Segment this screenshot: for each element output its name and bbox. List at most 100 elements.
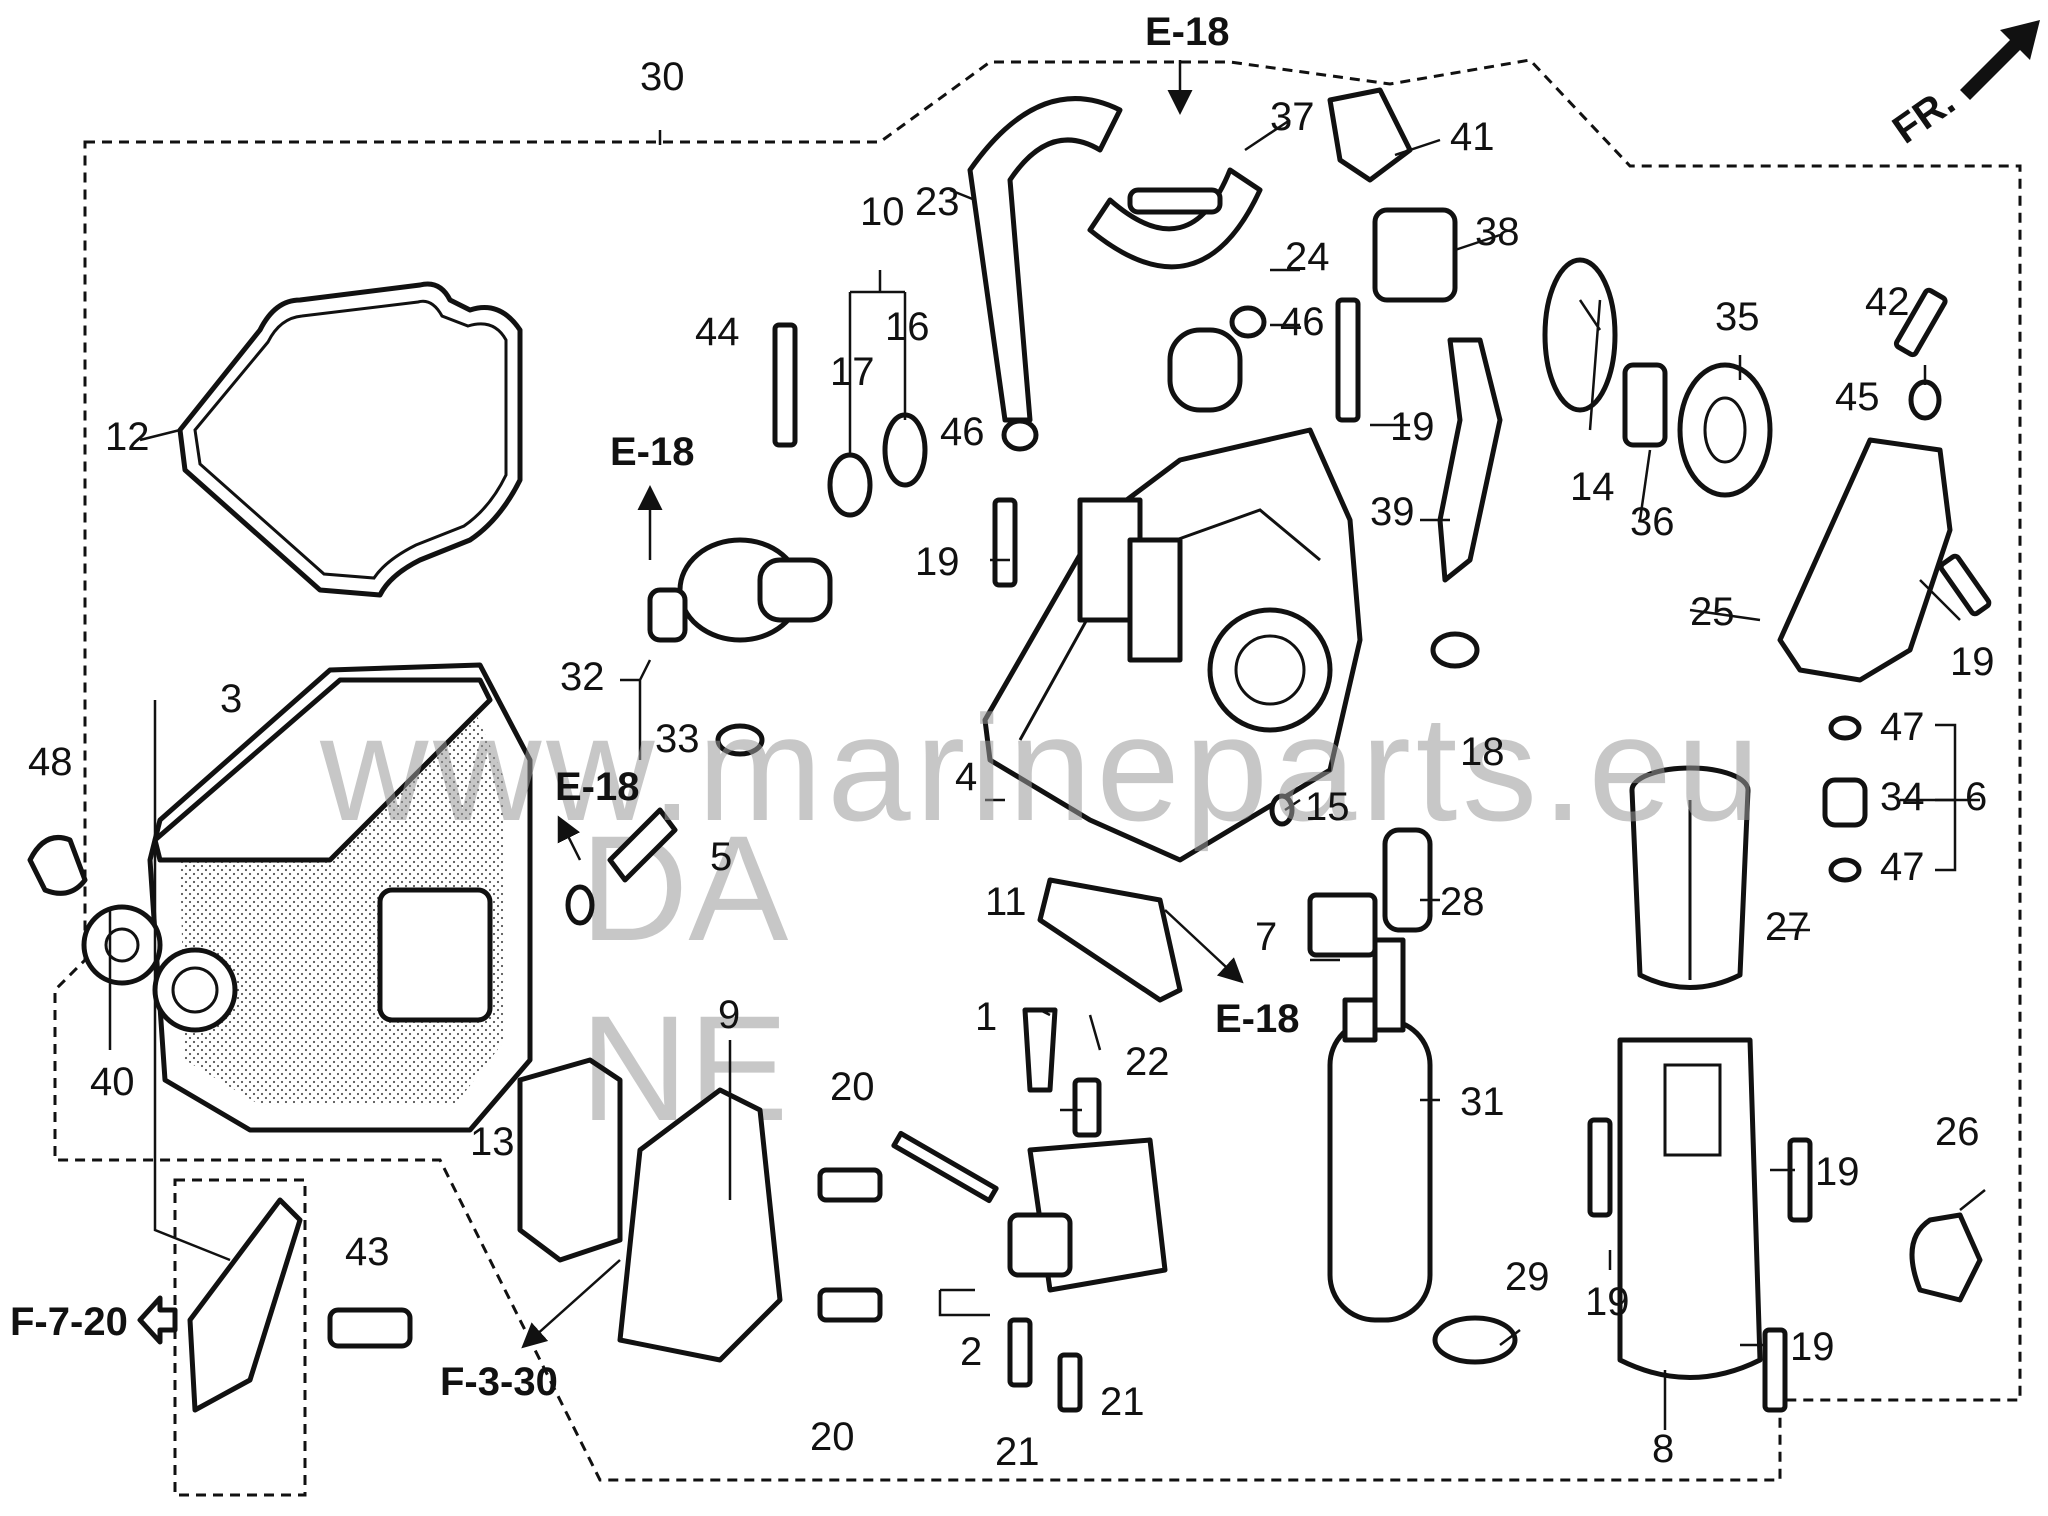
label-part-40: 40 — [90, 1060, 135, 1104]
label-part-20-b: 20 — [810, 1415, 855, 1459]
plug-48 — [27, 835, 88, 896]
control-unit — [891, 1130, 1168, 1293]
label-part-14: 14 — [1570, 465, 1615, 509]
bg-letters-1: DA — [580, 804, 788, 972]
label-part-47-a: 47 — [1880, 705, 1925, 749]
label-part-1: 1 — [975, 995, 997, 1039]
bolt-19-e — [1787, 1137, 1813, 1223]
gasket-12 — [177, 281, 523, 598]
label-part-23: 23 — [915, 180, 960, 224]
grommet-40-hole — [104, 927, 140, 963]
injector-1 — [1022, 1007, 1058, 1093]
sensor-38 — [1372, 207, 1458, 303]
washer-16 — [882, 412, 928, 488]
washer-47-a — [1828, 715, 1862, 741]
seal-33 — [715, 723, 765, 757]
label-part-46-b: 46 — [1280, 300, 1325, 344]
label-part-25: 25 — [1690, 590, 1735, 634]
cover-25 — [1777, 437, 1953, 683]
bolt-42 — [1893, 287, 1948, 358]
xref-e18-mid: E-18 — [555, 765, 640, 809]
bolt-21-a — [1007, 1317, 1033, 1388]
relay-bracket-boundary — [173, 1178, 307, 1497]
filter-27 — [1629, 765, 1751, 990]
label-part-17: 17 — [830, 350, 875, 394]
o-ring-14 — [1542, 257, 1618, 413]
label-part-19-d: 19 — [1815, 1150, 1860, 1194]
label-part-43: 43 — [345, 1230, 390, 1274]
washer-45 — [1908, 379, 1942, 421]
xref-e18-top: E-18 — [1145, 10, 1230, 54]
bolt-43 — [327, 1307, 413, 1349]
bolt-19-d — [1587, 1117, 1613, 1218]
label-part-18: 18 — [1460, 730, 1505, 774]
washer-46-b — [1229, 305, 1267, 339]
label-part-21-b: 21 — [1100, 1380, 1145, 1424]
filter-case-8 — [1617, 1037, 1763, 1380]
label-part-29: 29 — [1505, 1255, 1550, 1299]
label-part-36: 36 — [1630, 500, 1675, 544]
label-part-30: 30 — [640, 55, 685, 99]
label-part-10: 10 — [860, 190, 905, 234]
bolt-21-b — [1057, 1352, 1083, 1413]
label-part-46-a: 46 — [940, 410, 985, 454]
label-part-24: 24 — [1285, 235, 1330, 279]
bolt-19-a — [992, 497, 1018, 588]
label-part-21-a: 21 — [995, 1430, 1040, 1474]
pin-2 — [891, 1130, 999, 1204]
fr-arrow — [1960, 20, 2040, 100]
xref-e18-right: E-18 — [1215, 997, 1300, 1041]
bolt-44 — [772, 322, 798, 448]
label-part-6: 6 — [1965, 775, 1987, 819]
pump-housing-4 — [982, 327, 1363, 863]
bracket-43 — [187, 1197, 303, 1413]
leader-lines — [108, 118, 1986, 1430]
label-part-41: 41 — [1450, 115, 1495, 159]
plate-9 — [617, 1087, 783, 1363]
grommet-40 — [81, 904, 163, 986]
label-part-2: 2 — [960, 1330, 982, 1374]
label-part-32: 32 — [560, 655, 605, 699]
label-part-20-a: 20 — [830, 1065, 875, 1109]
bolt-19-f — [1762, 1327, 1788, 1413]
washer-17 — [827, 452, 873, 518]
label-part-38: 38 — [1475, 210, 1520, 254]
hose-24 — [1087, 167, 1263, 270]
label-part-31: 31 — [1460, 1080, 1505, 1124]
label-part-45: 45 — [1835, 375, 1880, 419]
front-indicator: FR. — [1885, 79, 1963, 152]
rubber-11 — [1037, 877, 1183, 1003]
bolt-19-c — [1938, 553, 1992, 617]
washer-47-b — [1828, 857, 1862, 883]
label-part-48: 48 — [28, 740, 73, 784]
o-ring-5 — [565, 884, 595, 926]
bolt-20-b — [817, 1287, 883, 1323]
clip-26 — [1909, 1212, 1983, 1303]
label-part-5: 5 — [710, 835, 732, 879]
label-part-35: 35 — [1715, 295, 1760, 339]
label-part-26: 26 — [1935, 1110, 1980, 1154]
xref-f720: F-7-20 — [10, 1300, 128, 1344]
label-part-11: 11 — [985, 880, 1027, 924]
xref-f330: F-3-30 — [440, 1360, 558, 1404]
connector-7 — [1307, 892, 1378, 958]
pressure-regulator-32 — [647, 537, 833, 643]
spring-36 — [1622, 362, 1668, 448]
label-part-16: 16 — [885, 305, 930, 349]
xref-e18-left: E-18 — [610, 430, 695, 474]
filter-element-35-core — [1703, 396, 1747, 464]
washer-46-a — [1001, 418, 1039, 452]
valve-5 — [607, 807, 678, 883]
o-ring-15 — [1269, 793, 1295, 827]
label-part-7: 7 — [1255, 915, 1277, 959]
ring-29 — [1432, 1315, 1518, 1365]
assembly-boundary-30 — [53, 58, 2022, 1482]
watermark: www.marineparts.eu — [319, 684, 1760, 852]
o-ring-18 — [1430, 631, 1480, 669]
bolts — [565, 287, 1992, 1413]
joint-37 — [1127, 187, 1223, 215]
filter-element-35 — [1677, 362, 1773, 498]
gasket-12-inner — [193, 299, 508, 580]
part-labels: 1 2 3 4 5 6 7 8 9 10 11 12 13 14 15 16 1… — [28, 55, 1995, 1474]
